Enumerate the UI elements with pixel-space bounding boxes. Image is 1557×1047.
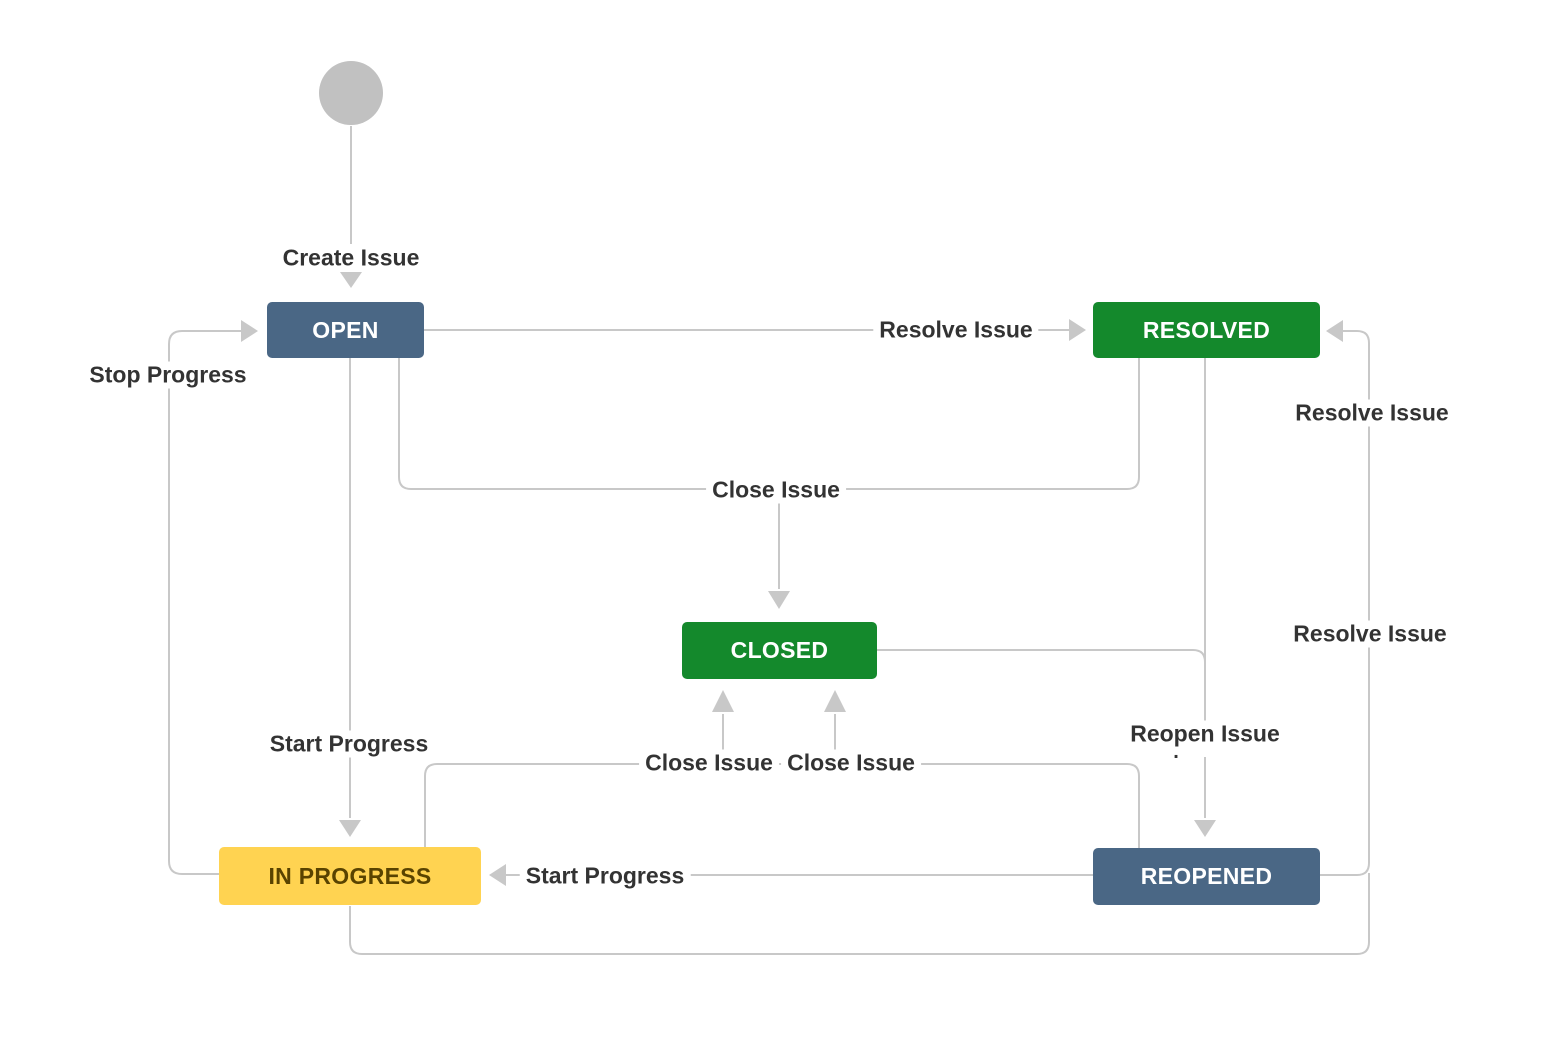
- node-open[interactable]: OPEN: [267, 302, 424, 358]
- transition-label-close-issue-in-progress[interactable]: Close Issue: [639, 749, 779, 777]
- transition-label-close-issue-reopened[interactable]: Close Issue: [781, 749, 921, 777]
- node-open-label: OPEN: [312, 316, 379, 343]
- transition-label-start-progress-open[interactable]: Start Progress: [263, 730, 435, 758]
- node-resolved[interactable]: RESOLVED: [1093, 302, 1320, 358]
- transition-label-resolve-issue-open[interactable]: Resolve Issue: [873, 316, 1039, 344]
- transition-label-close-issue-shared[interactable]: Close Issue: [706, 476, 846, 504]
- arrowhead-into-in-progress-right-icon: [489, 864, 506, 886]
- node-reopened[interactable]: REOPENED: [1093, 848, 1320, 905]
- arrowhead-into-closed-top-icon: [768, 591, 790, 609]
- transition-label-stop-progress[interactable]: Stop Progress: [83, 361, 253, 389]
- edge-close-issue-upper-rail: [398, 358, 1140, 490]
- arrowhead-into-resolved-right-icon: [1326, 320, 1343, 342]
- transition-label-reopen-issue[interactable]: Reopen Issue: [1124, 720, 1286, 748]
- edge-close-issue-lower-rail: [424, 763, 1140, 848]
- transition-label-start-progress-reopened[interactable]: Start Progress: [519, 862, 691, 890]
- arrowhead-into-open-top-icon: [340, 272, 362, 288]
- arrowhead-into-open-left-icon: [241, 320, 258, 342]
- transition-label-create-issue[interactable]: Create Issue: [276, 244, 426, 272]
- arrowhead-into-closed-bottom-left-icon: [712, 690, 734, 712]
- edge-in-progress-open: [168, 330, 241, 875]
- node-in-progress[interactable]: IN PROGRESS: [219, 847, 481, 905]
- edge-reopened-resolved: [1320, 330, 1370, 876]
- arrowhead-into-in-progress-top-icon: [339, 820, 361, 837]
- node-reopened-label: REOPENED: [1140, 863, 1273, 889]
- arrowhead-into-reopened-top-icon: [1194, 820, 1216, 837]
- start-node-circle[interactable]: [319, 61, 383, 125]
- arrowhead-into-closed-bottom-right-icon: [824, 690, 846, 712]
- node-closed[interactable]: CLOSED: [682, 622, 877, 679]
- edge-in-progress-resolved: [349, 873, 1370, 955]
- node-in-progress-label: IN PROGRESS: [268, 862, 432, 889]
- node-closed-label: CLOSED: [730, 637, 829, 663]
- transition-label-resolve-issue-upper[interactable]: Resolve Issue: [1289, 399, 1455, 427]
- stray-dot-label: .: [1171, 741, 1181, 763]
- transition-label-resolve-issue-lower[interactable]: Resolve Issue: [1287, 620, 1453, 648]
- edge-closed-reopened: [877, 649, 1206, 663]
- node-resolved-label: RESOLVED: [1142, 316, 1271, 343]
- arrowhead-into-resolved-left-icon: [1069, 319, 1086, 341]
